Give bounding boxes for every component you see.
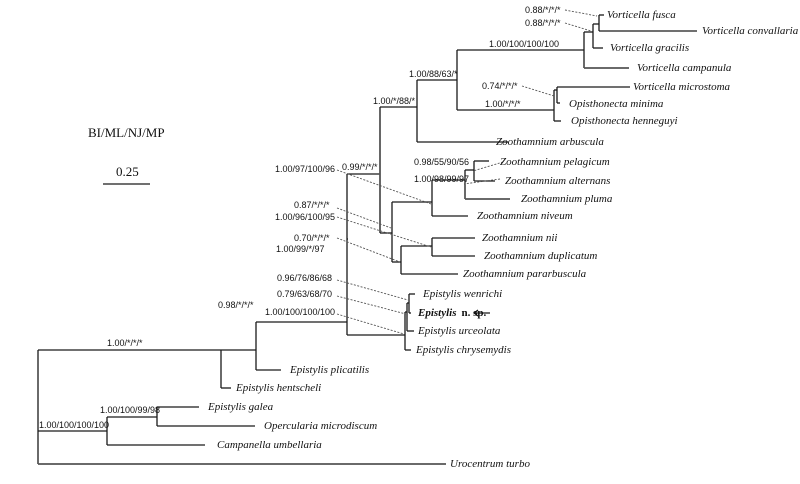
leader-e-wen-nsp (336, 279, 409, 301)
leader-z-nii-dup (336, 216, 432, 248)
support-z-nii-dup-par: 0.87/*/*/* (294, 200, 330, 210)
taxon-zoothamnium-nii: Zoothamnium nii (482, 232, 557, 244)
support-z-nii-dup: 1.00/96/100/95 (275, 212, 335, 222)
support-values: 0.88/*/*/* 0.88/*/*/* 1.00/100/100/100 1… (39, 5, 561, 430)
support-z-pluma-niveum: 1.00/97/100/96 (275, 164, 335, 174)
support-e-wen-nsp-urc: 0.79/63/68/70 (277, 289, 332, 299)
leader-v-fusca-conv-grac (564, 22, 592, 32)
taxon-epistylis-nsp-genus: Epistylis (417, 307, 457, 319)
support-z-pel-alt: 0.98/55/90/56 (414, 157, 469, 167)
support-v-micro-o-minima: 0.74/*/*/* (482, 81, 518, 91)
scale-bar-label: 0.25 (116, 164, 139, 179)
taxon-campanella-umbellaria: Campanella umbellaria (217, 439, 322, 451)
support-plicatilis-clade: 0.98/*/*/* (218, 300, 254, 310)
support-vorticella-opisth: 1.00/88/63/* (409, 69, 458, 79)
taxon-opisthonecta-henneguyi: Opisthonecta henneguyi (571, 115, 678, 127)
taxon-vorticella-microstoma: Vorticella microstoma (633, 81, 731, 93)
taxon-zoothamnium-pelagicum: Zoothamnium pelagicum (500, 156, 610, 168)
support-vorticella-core: 1.00/100/100/100 (489, 39, 559, 49)
leader-e-wen-nsp-urc (336, 295, 407, 315)
methods-legend: BI/ML/NJ/MP (88, 125, 165, 140)
leader-z-nii-dup-par (336, 207, 392, 229)
support-opisthonecta-clade: 1.00/*/*/* (485, 99, 521, 109)
taxon-vorticella-fusca: Vorticella fusca (607, 9, 676, 21)
leader-z-niveum-par (336, 237, 401, 263)
arrow-left-icon (473, 309, 490, 317)
taxon-zoothamnium-pararbuscula: Zoothamnium pararbuscula (463, 268, 587, 280)
taxon-vorticella-campanula: Vorticella campanula (637, 62, 732, 74)
taxon-zoothamnium-alternans: Zoothamnium alternans (505, 175, 610, 187)
taxon-epistylis-galea: Epistylis galea (207, 401, 274, 413)
support-vort-zarbuscula: 1.00/*/88/* (373, 96, 416, 106)
taxon-epistylis-plicatilis: Epistylis plicatilis (289, 364, 369, 376)
taxon-zoothamnium-niveum: Zoothamnium niveum (477, 210, 573, 222)
support-z-epistylis: 1.00/99/*/97 (276, 244, 325, 254)
leader-lines (336, 9, 598, 335)
support-galea-opercularia: 1.00/100/99/98 (100, 405, 160, 415)
taxon-opercularia-microdiscum: Opercularia microdiscum (264, 420, 377, 432)
taxon-epistylis-urceolata: Epistylis urceolata (417, 325, 501, 337)
taxon-urocentrum-turbo: Urocentrum turbo (450, 458, 530, 470)
branches (37, 14, 697, 465)
taxon-zoothamnium-pluma: Zoothamnium pluma (521, 193, 613, 205)
leader-v-fusca-conv (564, 9, 598, 17)
support-campanella-clade: 1.00/100/100/100 (39, 420, 109, 430)
leader-v-micro-o-minima (521, 85, 555, 97)
taxon-zoothamnium-arbuscula: Zoothamnium arbuscula (496, 136, 604, 148)
leader-epistylis-clade (336, 313, 405, 335)
taxon-epistylis-hentscheli: Epistylis hentscheli (235, 382, 321, 394)
support-z-niveum-par: 0.70/*/*/* (294, 233, 330, 243)
taxon-epistylis-chrysemydis: Epistylis chrysemydis (415, 344, 511, 356)
leader-z-pel-alt (472, 161, 504, 172)
support-e-wen-nsp: 0.96/76/86/68 (277, 273, 332, 283)
support-v-fusca-conv-grac: 0.88/*/*/* (525, 18, 561, 28)
taxon-vorticella-gracilis: Vorticella gracilis (610, 42, 689, 54)
taxon-zoothamnium-duplicatum: Zoothamnium duplicatum (484, 250, 597, 262)
support-z-clade-top: 0.99/*/*/* (342, 162, 378, 172)
taxon-vorticella-convallaria: Vorticella convallaria (702, 25, 799, 37)
taxon-epistylis-wenrichi: Epistylis wenrichi (422, 288, 502, 300)
support-v-fusca-conv: 0.88/*/*/* (525, 5, 561, 15)
support-hentscheli-clade: 1.00/*/*/* (107, 338, 143, 348)
support-epistylis-clade: 1.00/100/100/100 (265, 307, 335, 317)
taxon-labels: Vorticella fusca Vorticella convallaria … (207, 9, 799, 470)
leader-z-pluma-niveum (336, 169, 432, 205)
taxon-opisthonecta-minima: Opisthonecta minima (569, 98, 664, 110)
leader-z-pel-alt-pluma (463, 178, 501, 185)
support-z-pel-alt-pluma: 1.00/98/99/97 (414, 174, 469, 184)
